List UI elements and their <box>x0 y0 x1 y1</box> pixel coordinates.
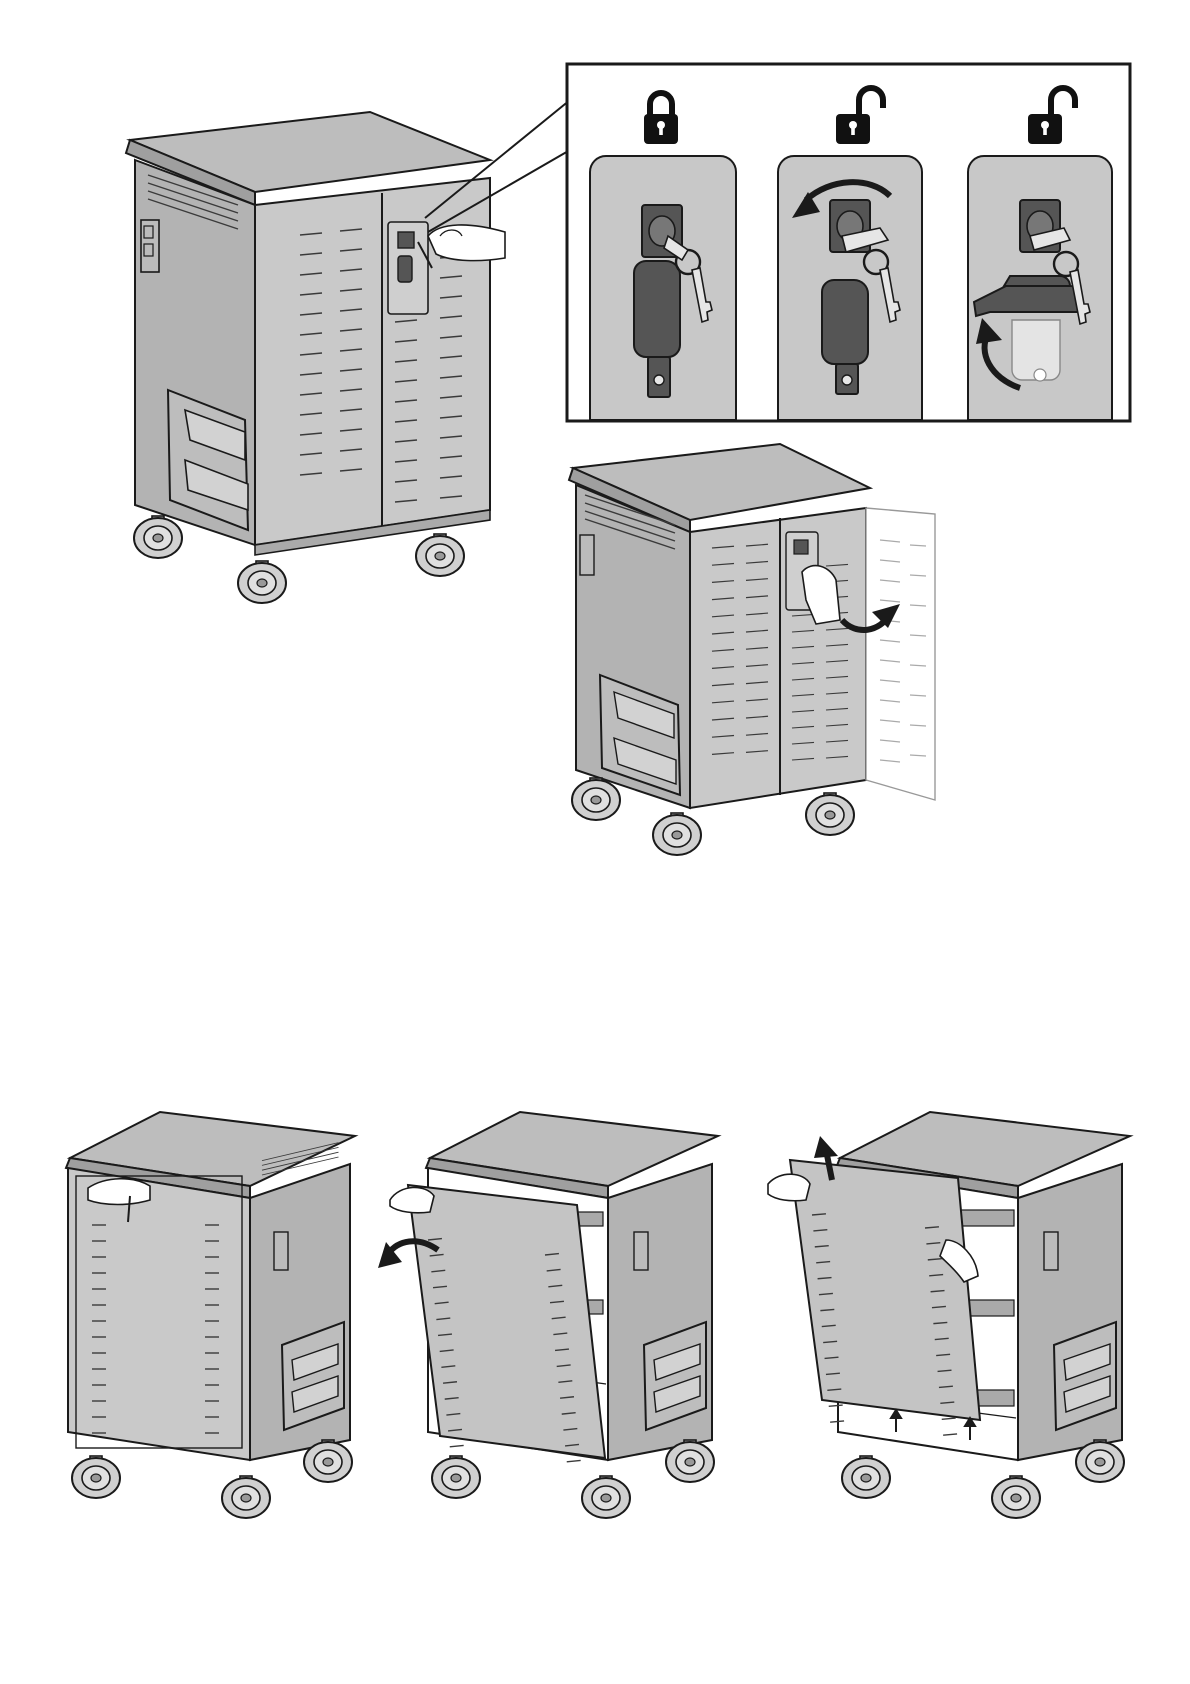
cabinet-rear-panel-tilting <box>378 1112 718 1518</box>
lock-sequence-panel <box>567 64 1130 421</box>
cabinet-door-opening <box>569 444 935 855</box>
cabinet-closed-with-key <box>126 112 505 603</box>
cabinet-rear-panel-removed <box>768 1112 1130 1518</box>
cabinet-rear-panel-closed <box>66 1112 355 1518</box>
